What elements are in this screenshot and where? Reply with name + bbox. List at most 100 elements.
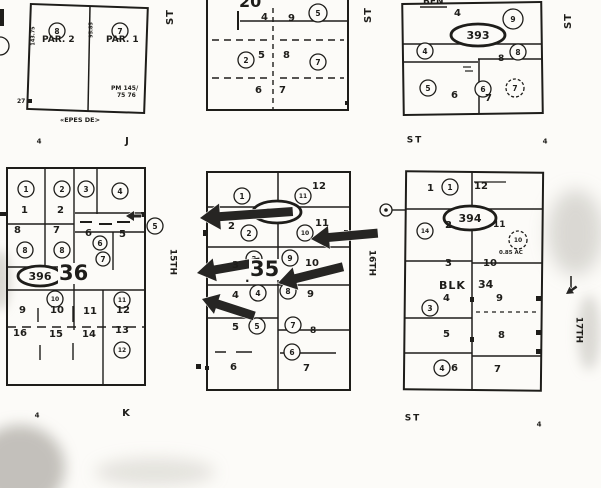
ink-tick bbox=[536, 330, 541, 335]
lot-number: 9 bbox=[19, 305, 26, 316]
ink-tick bbox=[0, 212, 6, 216]
flow-arrow bbox=[309, 224, 379, 250]
lot-marker-circle bbox=[421, 299, 439, 317]
lot-number: 2 bbox=[57, 205, 64, 216]
ink-tick bbox=[205, 366, 209, 370]
lot-marker-number: 6 bbox=[289, 348, 294, 357]
annotation-text: 143.75 bbox=[30, 26, 37, 46]
lot-number: 10 bbox=[50, 305, 64, 316]
lot-number: 2 bbox=[445, 220, 452, 231]
lot-marker-number: 9 bbox=[510, 15, 515, 24]
annotation-text: PM 145/ bbox=[111, 85, 139, 92]
lot-number: 7 bbox=[485, 93, 492, 104]
lot-marker-number: 5 bbox=[254, 322, 259, 331]
street-label: ST bbox=[406, 135, 424, 146]
ink-tick bbox=[345, 101, 349, 105]
lot-marker-number: 7 bbox=[512, 84, 517, 93]
lot-marker-number: 8 bbox=[285, 287, 290, 296]
lot-marker-circle bbox=[46, 290, 64, 308]
annotation-text: «EPES DE> bbox=[60, 116, 101, 124]
lot-number: 6 bbox=[255, 85, 262, 96]
street-label: ST bbox=[404, 413, 422, 424]
lot-marker-circle bbox=[233, 187, 251, 205]
ink-tick bbox=[0, 9, 4, 26]
street-label: ST bbox=[363, 6, 374, 24]
lot-marker-circle bbox=[113, 341, 131, 359]
lot-number: 9 bbox=[288, 13, 295, 24]
lot-marker-number: 4 bbox=[422, 47, 427, 56]
lot-marker-number: 2 bbox=[246, 229, 251, 238]
lot-marker-circle bbox=[237, 51, 255, 69]
annotation-text: 27 bbox=[17, 98, 26, 105]
lot-marker-number: 3 bbox=[83, 185, 88, 194]
lot-number: 5 bbox=[443, 329, 450, 340]
lot-marker-circle bbox=[53, 180, 71, 198]
lot-marker-circle bbox=[17, 180, 35, 198]
lot-number: 6 bbox=[230, 362, 237, 373]
ink-tick bbox=[470, 337, 474, 342]
flow-arrow bbox=[565, 284, 579, 295]
street-label: K bbox=[122, 408, 130, 419]
lot-number: 16 bbox=[13, 328, 27, 339]
ink-tick bbox=[141, 212, 146, 217]
street-label: ST bbox=[563, 12, 574, 30]
lot-number: 11 bbox=[493, 220, 506, 230]
lot-marker-circle bbox=[240, 224, 258, 242]
lot-number: 10 bbox=[305, 258, 319, 269]
annotation-text: BEN bbox=[423, 0, 444, 7]
lot-number: 8 bbox=[14, 225, 21, 236]
lot-marker-number: 7 bbox=[290, 321, 295, 330]
lot-marker-circle bbox=[92, 235, 108, 251]
block-outline bbox=[206, 0, 349, 111]
annotation-text: . bbox=[245, 271, 250, 285]
lot-number: 5 bbox=[258, 50, 265, 61]
lot-marker-circle bbox=[95, 251, 111, 267]
lot-marker-number: 6 bbox=[480, 85, 485, 94]
ink-tick bbox=[28, 99, 32, 103]
lot-number: 8 bbox=[498, 330, 505, 341]
lot-marker-circle bbox=[111, 182, 129, 200]
lot-number: 12 bbox=[474, 181, 488, 192]
lot-number: 8 bbox=[498, 54, 505, 64]
lot-marker-number: 9 bbox=[287, 254, 292, 263]
lot-marker-circle bbox=[113, 291, 131, 309]
lot-marker-number: 1 bbox=[239, 192, 244, 201]
lot-marker-circle bbox=[416, 222, 434, 240]
annotation-text: BLK bbox=[439, 279, 466, 292]
block-outline bbox=[6, 167, 146, 386]
lot-marker-circle bbox=[53, 241, 71, 259]
lot-marker-circle bbox=[308, 3, 328, 23]
lot-number: 8 bbox=[283, 50, 290, 61]
lot-marker-number: 3 bbox=[427, 304, 432, 313]
annotation-text: 0.85 AC bbox=[499, 250, 523, 256]
lot-marker-number: 2 bbox=[59, 185, 64, 194]
lot-marker-number: 14 bbox=[421, 228, 429, 235]
lot-number: 9 bbox=[307, 289, 314, 300]
lot-marker-number: 5 bbox=[315, 9, 320, 18]
lot-marker-number: 4 bbox=[255, 289, 260, 298]
lot-marker-number: 11 bbox=[299, 193, 307, 200]
street-label: 4 bbox=[536, 420, 542, 429]
lot-number: 13 bbox=[115, 325, 129, 336]
street-label: J bbox=[125, 136, 129, 147]
annotation-text: PAR. 1 bbox=[106, 35, 139, 45]
lot-number: 14 bbox=[82, 329, 96, 340]
lot-marker-number: 4 bbox=[439, 364, 444, 373]
lot-marker-circle bbox=[309, 53, 327, 71]
block-outline bbox=[401, 1, 544, 116]
lot-marker-circle bbox=[502, 8, 524, 30]
lot-marker-circle bbox=[48, 22, 66, 40]
annotation-text: PAR. 2 bbox=[42, 35, 75, 45]
lot-marker-circle bbox=[505, 78, 525, 98]
lot-marker-number: 10 bbox=[301, 230, 309, 237]
lot-number: 12 bbox=[312, 181, 326, 192]
annotation-text: 34 bbox=[478, 278, 494, 291]
annotation-text: 95.85 bbox=[88, 22, 95, 38]
lot-number: 15 bbox=[49, 329, 63, 340]
lot-number: 9 bbox=[496, 293, 503, 304]
lot-marker-dot bbox=[384, 208, 388, 212]
lot-number: 7 bbox=[53, 225, 60, 236]
lot-marker-number: 10 bbox=[51, 296, 59, 303]
lot-marker-number: 5 bbox=[152, 222, 157, 231]
